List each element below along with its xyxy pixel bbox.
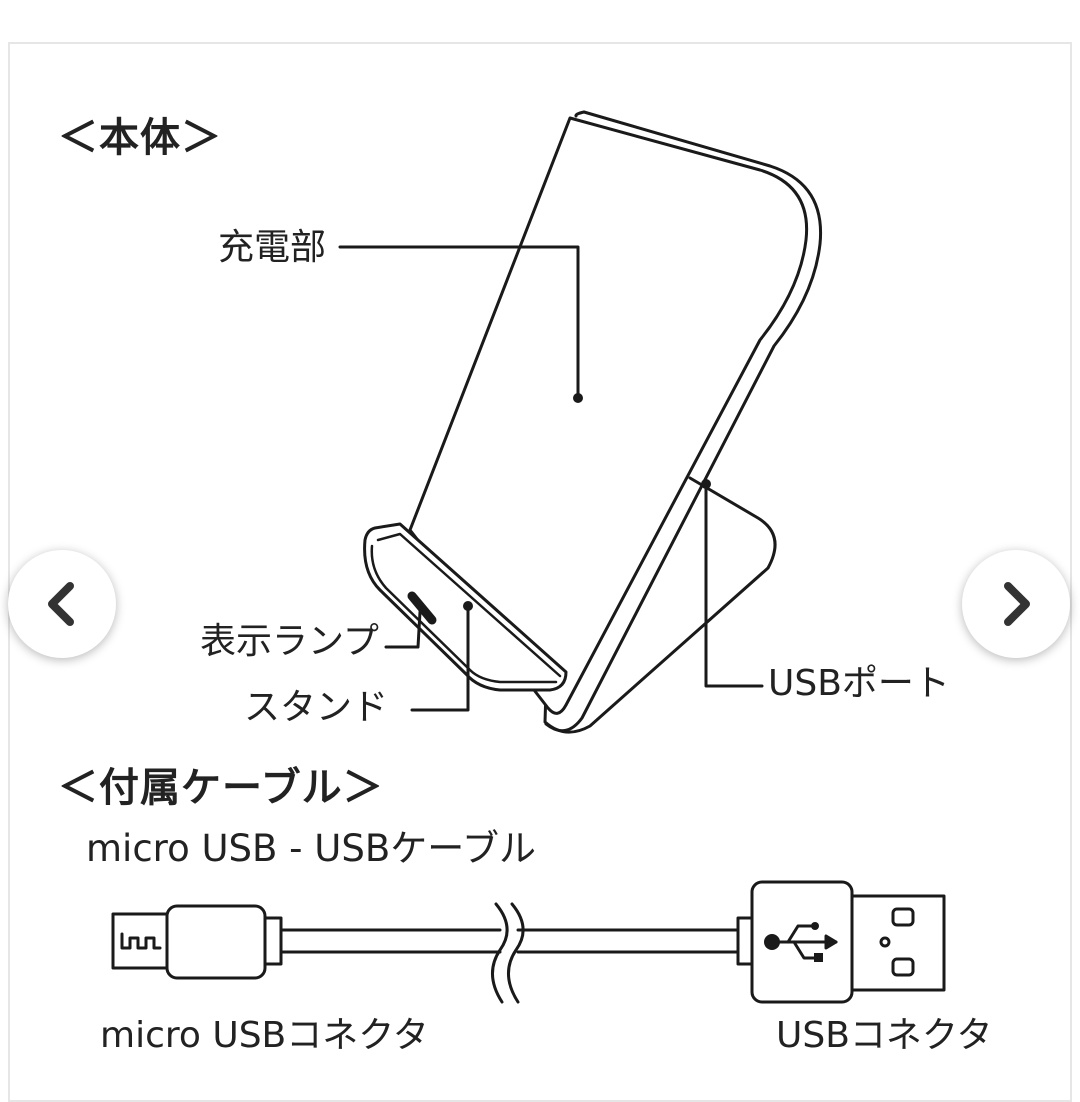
- label-stand: スタンド: [244, 687, 389, 728]
- section-heading-main-unit: ＜本体＞: [58, 115, 222, 161]
- chevron-left-icon: [48, 582, 74, 626]
- label-usb-port: USBポート: [768, 663, 950, 704]
- section-heading-cable: ＜付属ケーブル＞: [58, 765, 384, 811]
- label-micro-usb-connector: micro USBコネクタ: [100, 1015, 429, 1056]
- charging-panel: [408, 110, 823, 733]
- usb-icon: [764, 922, 838, 962]
- next-image-button[interactable]: [962, 550, 1070, 658]
- leader-lines: [338, 245, 764, 712]
- prev-image-button[interactable]: [8, 550, 116, 658]
- label-usb-connector: USBコネクタ: [776, 1015, 993, 1056]
- chevron-right-icon: [1004, 582, 1030, 626]
- label-charging-area: 充電部: [218, 227, 327, 268]
- cable: [111, 880, 946, 1004]
- cable-name: micro USB - USBケーブル: [86, 827, 537, 870]
- label-indicator-lamp: 表示ランプ: [200, 621, 379, 662]
- leader-dots: [463, 393, 711, 611]
